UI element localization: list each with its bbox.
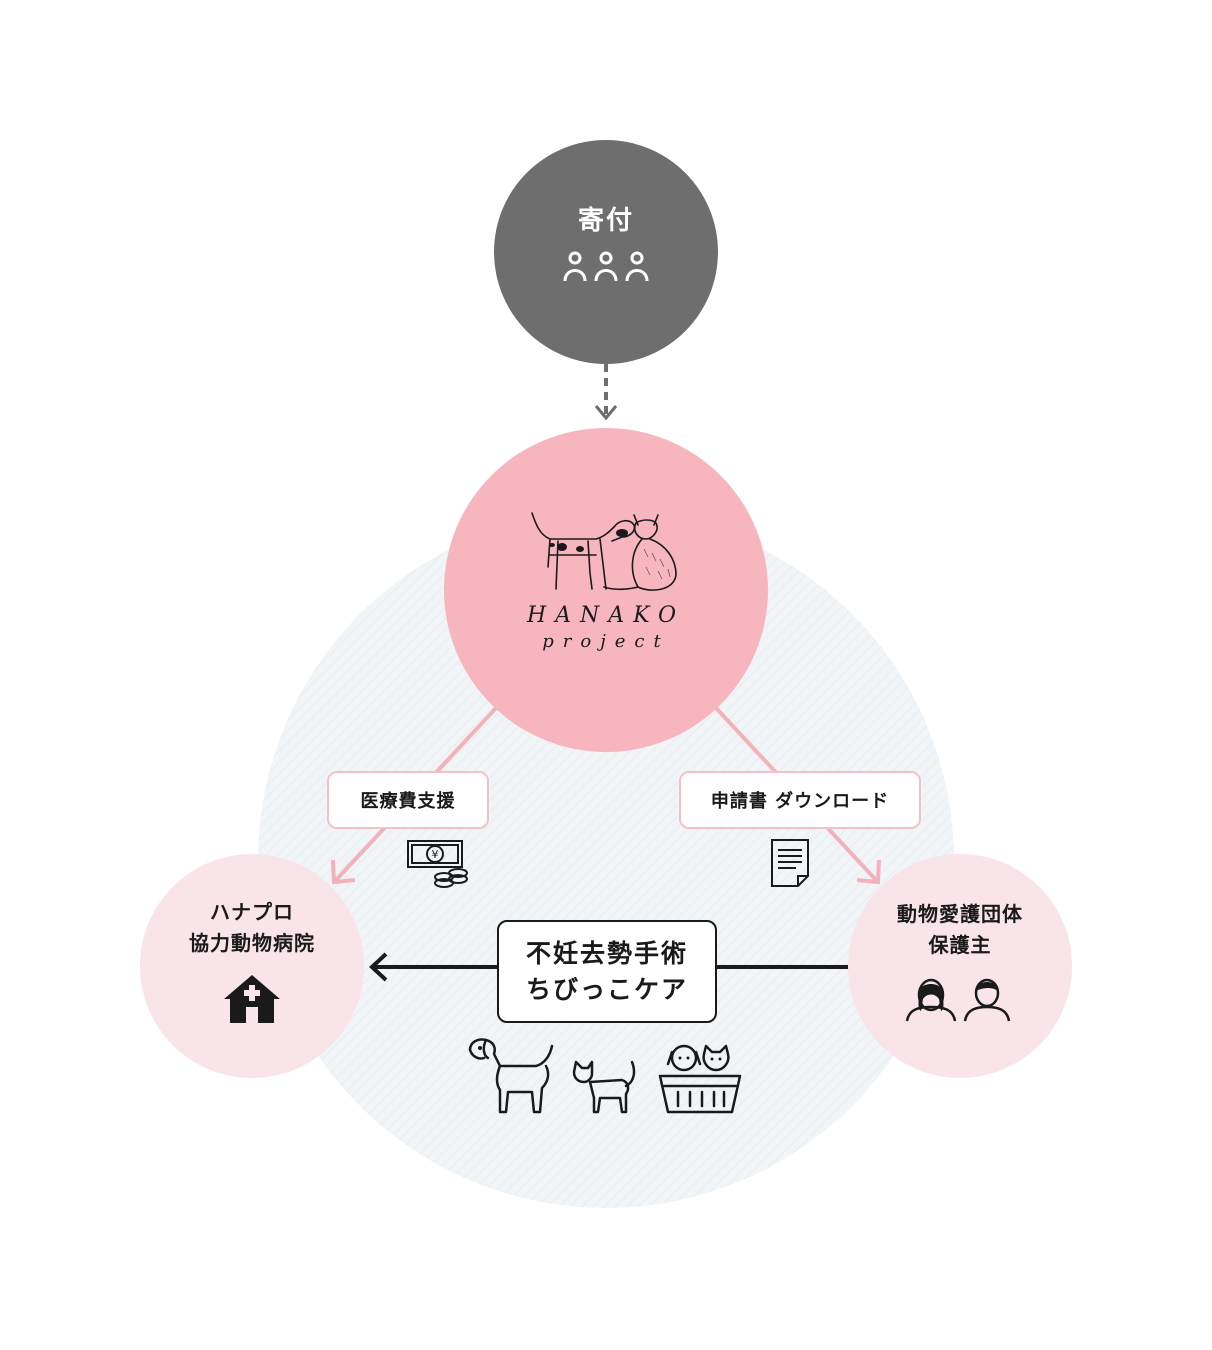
surgery-text-line1: 不妊去勢手術 (526, 936, 688, 972)
dog-icon (466, 1036, 562, 1116)
hospital-title-line2: 協力動物病院 (189, 928, 315, 959)
hanako-project-node: HANAKO project (444, 428, 768, 752)
rescue-group-node: 動物愛護団体 保護主 (848, 854, 1072, 1078)
cat-icon (570, 1058, 642, 1116)
people-faces-icon (905, 975, 1015, 1023)
rescue-title-line1: 動物愛護団体 (897, 899, 1023, 930)
document-icon (770, 838, 810, 888)
hospital-node: ハナプロ 協力動物病院 (140, 854, 364, 1078)
medical-support-label: 医療費支援 (327, 771, 489, 829)
dog-and-cat-logo (526, 509, 686, 595)
money-icon: ¥ (406, 839, 470, 889)
donation-node: 寄付 (494, 140, 718, 364)
application-download-label: 申請書 ダウンロード (679, 771, 921, 829)
hospital-house-icon (222, 973, 282, 1025)
pet-basket-icon (658, 1042, 742, 1114)
logo-text-hanako: HANAKO (527, 603, 685, 629)
svg-text:¥: ¥ (432, 848, 439, 861)
application-download-text: 申請書 ダウンロード (711, 787, 889, 813)
surgery-text-line2: ちびっこケア (526, 972, 688, 1008)
logo-text-project: project (542, 629, 670, 655)
rescue-title-line2: 保護主 (929, 930, 992, 961)
medical-support-text: 医療費支援 (361, 787, 456, 813)
surgery-care-box: 不妊去勢手術 ちびっこケア (497, 920, 717, 1023)
hospital-title-line1: ハナプロ (210, 897, 294, 928)
donation-title: 寄付 (578, 206, 634, 237)
people-icon (561, 249, 651, 285)
